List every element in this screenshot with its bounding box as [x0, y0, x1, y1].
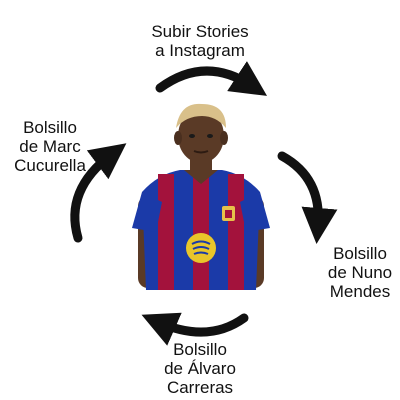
curved-arrow-icon [277, 151, 338, 244]
player-photo [132, 103, 270, 290]
label-bolsillo-nuno-mendes: Bolsillo de Nuno Mendes [327, 244, 393, 301]
curved-arrow-icon [155, 61, 268, 96]
label-bolsillo-alvaro-carreras: Bolsillo de Álvaro Carreras [164, 340, 236, 397]
curved-arrow-icon [141, 312, 249, 346]
label-subir-stories: Subir Stories a Instagram [151, 22, 249, 60]
curved-arrow-icon [70, 143, 127, 243]
label-bolsillo-cucurella: Bolsillo de Marc Cucurella [14, 118, 86, 175]
